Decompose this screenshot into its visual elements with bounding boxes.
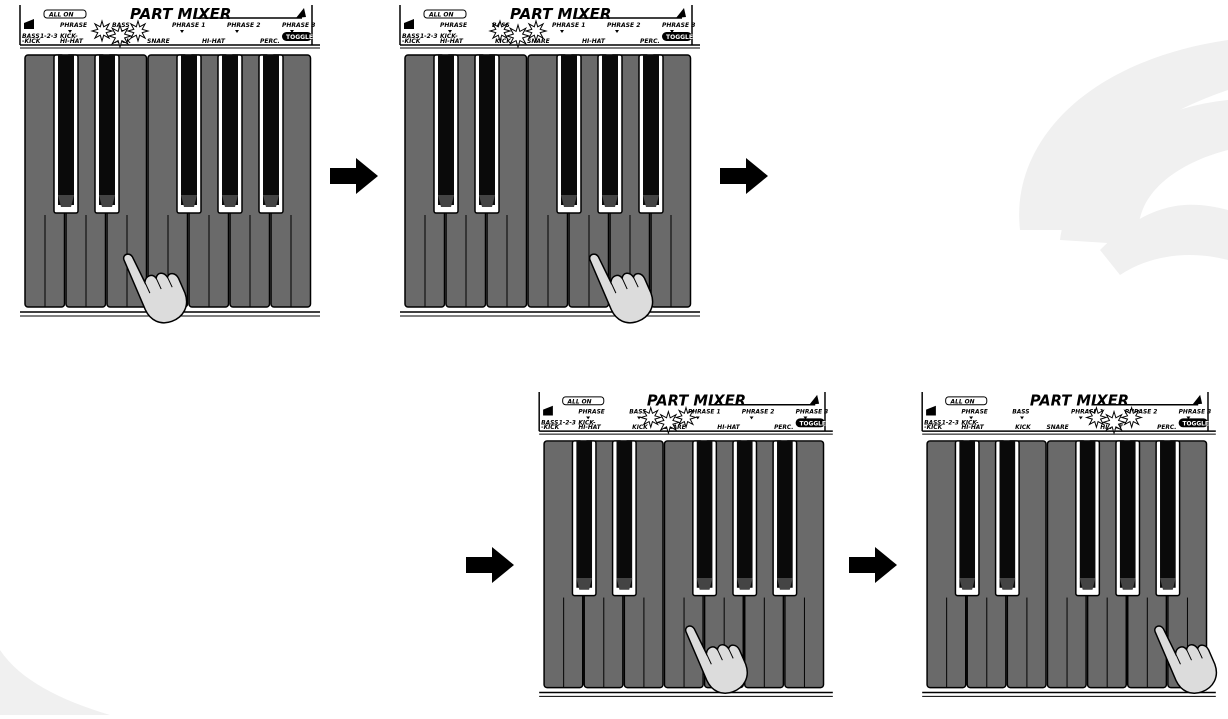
part-mixer-title: PART MIXER [510,5,611,23]
part-mixer-title: PART MIXER [647,393,746,410]
part-mixer-header: ALL ON PART MIXER PHRASE BASS PHRASE 1 PHRASE… [538,392,833,435]
pointing-hand-icon [122,253,188,324]
mixer-bottom-label: KICK- [578,420,596,426]
mixer-top-label: PHRASE 1 [552,22,585,29]
part-mixer-header: ALL ON PART MIXER PHRASE BASS PHRASE 1 PHRASE… [921,392,1216,435]
mixer-top-label: BASS [1012,410,1029,416]
mixer-bottom-label: -KICK [22,38,42,45]
keyboard-diagram: ALL ON PART MIXER PHRASE BASS PHRASE 1 PHRASE… [19,5,320,324]
mixer-bottom-label: KICK- [440,33,458,40]
toggle-button-label: TOGGLE [1183,421,1209,427]
keyboard [400,54,700,317]
right-arrow-icon [466,547,514,583]
mixer-top-label: PHRASE [578,410,604,416]
toggle-button-label: TOGGLE [800,421,826,427]
mixer-bottom-label: BASS [924,420,941,426]
mixer-top-label: PHRASE [440,22,468,29]
highlight-star-icon [90,19,150,49]
mixer-bottom-label: 1-2-3 [559,420,576,426]
toggle-button-label: TOGGLE [666,34,693,41]
mixer-bottom-label: SNARE [527,38,551,45]
mixer-bottom-label: 1-2-3 [420,33,438,40]
part-mixer-title: PART MIXER [130,5,231,23]
mixer-top-label: PHRASE [60,22,88,29]
mixer-bottom-label: BASS [402,33,420,40]
mixer-bottom-label: -KICK [924,425,942,431]
mixer-top-label: PHRASE 1 [688,410,721,416]
mixer-top-label: PHRASE 2 [607,22,640,29]
mixer-bottom-label: HI-HAT [60,38,84,45]
right-arrow-icon [849,547,897,583]
mixer-top-label: BASS [112,22,130,29]
mixer-bottom-label: -KICK [402,38,422,45]
all-on-label: ALL ON [428,12,454,19]
pointing-hand-icon [684,625,748,694]
mixer-bottom-label: KICK- [961,420,979,426]
mixer-bottom-label: BASS [22,33,40,40]
mixer-bottom-label: SNARE [1046,425,1068,431]
mixer-top-label: PHRASE 2 [227,22,260,29]
mixer-bottom-label: -KICK [541,425,559,431]
all-on-label: ALL ON [48,12,74,19]
mixer-bottom-label: HI-HAT [440,38,464,45]
mixer-top-label: PHRASE 3 [796,410,829,416]
mixer-bottom-label: HI-HAT [582,38,606,45]
mixer-bottom-label: HI-HAT [1100,425,1123,431]
mixer-bottom-label: PERC. [1157,425,1176,431]
pointing-hand-icon [1154,625,1218,694]
mixer-bottom-label: SNARE [147,38,171,45]
mixer-top-label: PHRASE 2 [1125,410,1158,416]
mixer-bottom-label: 1-2-3 [942,420,959,426]
step-4-panel: ALL ON PART MIXER PHRASE BASS PHRASE 1 PHRASE… [910,392,1228,715]
mixer-bottom-label: HI-HAT [961,425,984,431]
all-on-label: ALL ON [950,399,975,405]
mixer-top-label: PHRASE [961,410,987,416]
mixer-bottom-label: KICK [1015,425,1031,431]
part-mixer-header: ALL ON PART MIXER PHRASE BASS PHRASE 1 PHRASE… [399,5,700,49]
mixer-bottom-label: BASS [541,420,558,426]
mixer-bottom-label: HI-HAT [578,425,601,431]
mixer-top-label: PHRASE 3 [282,22,315,29]
part-mixer-header: ALL ON PART MIXER PHRASE BASS PHRASE 1 PHRASE… [19,5,320,49]
mixer-bottom-label: PERC. [640,38,660,45]
keyboard [922,440,1216,697]
mixer-top-label: PHRASE 3 [1179,410,1212,416]
mixer-bottom-label: KICK [495,38,512,45]
step-2-panel: ALL ON PART MIXER PHRASE BASS PHRASE 1 PHRASE… [390,5,710,335]
mixer-bottom-label: KICK [632,425,648,431]
mixer-top-label: PHRASE 1 [172,22,205,29]
keyboard-diagram: ALL ON PART MIXER PHRASE BASS PHRASE 1 PHRASE… [399,5,700,324]
mixer-top-label: PHRASE 2 [742,410,775,416]
part-mixer-title: PART MIXER [1030,393,1129,410]
highlight-star-icon [639,405,698,435]
step-1-panel: ALL ON PART MIXER PHRASE BASS PHRASE 1 PHRASE… [15,5,325,335]
mixer-top-label: BASS [629,410,646,416]
all-on-label: ALL ON [567,399,592,405]
mixer-bottom-label: KICK- [60,33,78,40]
mixer-bottom-label: 1-2-3 [40,33,58,40]
mixer-bottom-label: HI-HAT [202,38,226,45]
mixer-top-label: PHRASE 3 [662,22,695,29]
toggle-button-label: TOGGLE [286,34,313,41]
mixer-bottom-label: PERC. [774,425,793,431]
highlight-star-icon [1084,405,1144,435]
mixer-top-label: PHRASE 1 [1071,410,1104,416]
highlight-star-icon [488,19,548,49]
step-3-panel: ALL ON PART MIXER PHRASE BASS PHRASE 1 PHRASE… [527,392,845,715]
right-arrow-icon [330,158,378,194]
keyboard-diagram: ALL ON PART MIXER PHRASE BASS PHRASE 1 PHRASE… [538,392,833,697]
mixer-bottom-label: PERC. [260,38,280,45]
pointing-hand-icon [588,253,654,324]
keyboard [539,440,833,697]
mixer-bottom-label: HI-HAT [717,425,740,431]
keyboard-diagram: ALL ON PART MIXER PHRASE BASS PHRASE 1 PHRASE… [921,392,1218,697]
right-arrow-icon [720,158,768,194]
